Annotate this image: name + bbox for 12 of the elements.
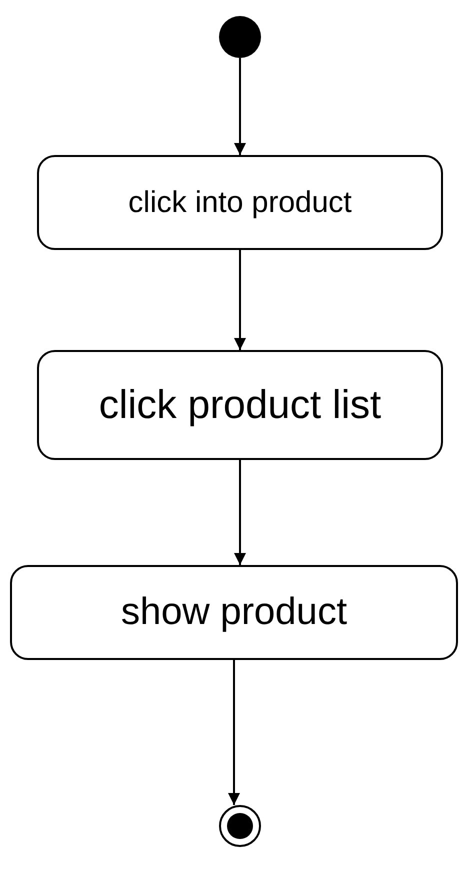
final-node-icon — [219, 805, 261, 847]
activity-label: show product — [120, 591, 347, 634]
arrow — [234, 250, 246, 350]
activity-box — [37, 350, 443, 460]
activity-box — [37, 155, 443, 250]
activity-box — [10, 565, 458, 660]
initial-node-icon — [219, 16, 261, 58]
activity-label: click into product — [128, 186, 352, 220]
activity-label: click product list — [98, 382, 382, 428]
arrow — [228, 660, 240, 805]
arrow — [234, 460, 246, 565]
arrow — [234, 58, 246, 155]
